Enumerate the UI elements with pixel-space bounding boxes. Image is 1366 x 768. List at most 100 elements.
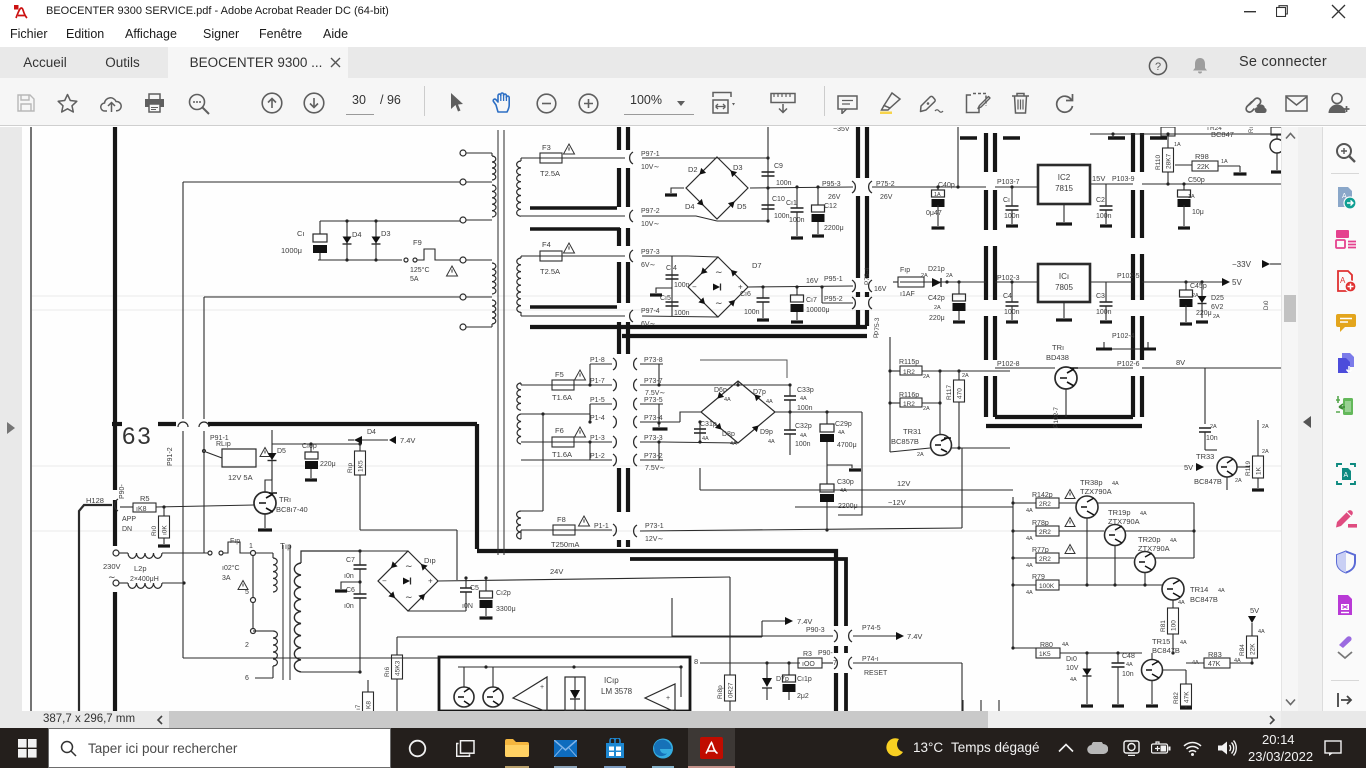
- svg-text:Cı1: Cı1: [786, 200, 797, 207]
- svg-text:P91-2: P91-2: [167, 447, 174, 466]
- svg-text:1A: 1A: [1188, 194, 1195, 200]
- svg-text:C42p: C42p: [928, 295, 945, 302]
- svg-text:ICı: ICı: [1059, 272, 1069, 281]
- svg-text:−33V: −33V: [1232, 260, 1252, 269]
- svg-text:7.4V: 7.4V: [797, 617, 812, 626]
- svg-text:R142p: R142p: [1032, 492, 1053, 499]
- svg-text:P73-5: P73-5: [644, 397, 663, 404]
- svg-text:24V: 24V: [550, 567, 563, 576]
- svg-text:6V∼: 6V∼: [641, 321, 656, 328]
- svg-text:C7: C7: [346, 557, 355, 564]
- svg-text:APP: APP: [122, 516, 136, 523]
- svg-text:F3: F3: [542, 143, 551, 152]
- svg-text:BC847B: BC847B: [1152, 646, 1180, 655]
- svg-text:7.5V∼: 7.5V∼: [645, 390, 665, 397]
- svg-text:4A: 4A: [1062, 642, 1069, 648]
- svg-text:RESET: RESET: [864, 670, 888, 677]
- svg-text:Cı: Cı: [297, 229, 305, 238]
- svg-text:1A: 1A: [1221, 159, 1228, 165]
- svg-text:P95-1: P95-1: [824, 276, 843, 283]
- svg-text:ICıp: ICıp: [604, 676, 619, 685]
- svg-text:4A: 4A: [1180, 640, 1187, 646]
- svg-text:6V∼: 6V∼: [641, 262, 656, 269]
- svg-text:ı0K: ı0K: [162, 525, 169, 535]
- svg-text:4A: 4A: [1258, 629, 1265, 635]
- svg-text:R115p: R115p: [899, 359, 919, 366]
- svg-text:5A: 5A: [410, 276, 419, 283]
- svg-text:1K: 1K: [1256, 466, 1263, 475]
- svg-text:ıK8: ıK8: [136, 506, 147, 513]
- svg-text:P73-7: P73-7: [644, 378, 663, 385]
- svg-text:TR24: TR24: [1206, 127, 1222, 132]
- svg-text:D7p: D7p: [753, 389, 766, 396]
- svg-text:P97-2: P97-2: [641, 208, 660, 215]
- svg-text:D3: D3: [733, 163, 743, 172]
- svg-text:TR15: TR15: [1152, 637, 1170, 646]
- svg-text:2A: 2A: [921, 273, 928, 279]
- svg-text:4A: 4A: [702, 436, 709, 442]
- svg-text:C31p: C31p: [700, 421, 717, 428]
- svg-text:P102-4: P102-4: [1112, 333, 1135, 340]
- svg-text:K8: K8: [366, 701, 373, 709]
- svg-text:2200μ: 2200μ: [824, 225, 844, 232]
- svg-text:0μ47: 0μ47: [926, 210, 942, 217]
- svg-text:1K5: 1K5: [1039, 651, 1051, 658]
- svg-text:7815: 7815: [1055, 184, 1073, 193]
- svg-text:100: 100: [1171, 620, 1178, 631]
- svg-text:+: +: [428, 577, 433, 586]
- svg-text:C10: C10: [772, 196, 785, 203]
- svg-text:R80: R80: [1040, 642, 1053, 649]
- svg-text:2A: 2A: [923, 406, 930, 412]
- svg-text:8: 8: [694, 657, 698, 666]
- svg-text:D3: D3: [381, 229, 391, 238]
- svg-text:1A: 1A: [934, 192, 941, 198]
- svg-text:P73-4: P73-4: [644, 415, 663, 422]
- svg-text:P1-7: P1-7: [590, 378, 605, 385]
- svg-text:TR14: TR14: [1190, 585, 1208, 594]
- svg-text:−: −: [382, 577, 387, 586]
- svg-text:ZTX790A: ZTX790A: [1108, 517, 1140, 526]
- svg-text:ıOO: ıOO: [802, 661, 815, 668]
- svg-text:+: +: [666, 695, 670, 702]
- svg-text:IC2: IC2: [1058, 173, 1071, 182]
- svg-text:C33p: C33p: [797, 387, 814, 394]
- svg-text:Cı7: Cı7: [806, 297, 817, 304]
- svg-text:BC8ı7-40: BC8ı7-40: [276, 505, 308, 514]
- svg-text:P97-1: P97-1: [641, 151, 660, 158]
- svg-text:7.4V: 7.4V: [400, 436, 415, 445]
- svg-text:28K7: 28K7: [1166, 153, 1173, 169]
- svg-text:RLıp: RLıp: [216, 441, 231, 448]
- svg-text:12V 5A: 12V 5A: [228, 473, 253, 482]
- svg-text:D7: D7: [752, 261, 762, 270]
- svg-text:22K: 22K: [1197, 164, 1210, 171]
- svg-text:Dı0: Dı0: [1264, 300, 1270, 310]
- svg-text:6V2: 6V2: [1211, 304, 1224, 311]
- svg-text:15V: 15V: [1092, 174, 1105, 183]
- svg-text:R82: R82: [1173, 692, 1180, 704]
- svg-text:C45p: C45p: [1190, 283, 1207, 290]
- svg-text:P74-5: P74-5: [862, 625, 881, 632]
- svg-text:4A: 4A: [1026, 508, 1033, 514]
- svg-text:63: 63: [122, 423, 153, 450]
- svg-text:P73-2: P73-2: [644, 453, 663, 460]
- svg-text:R84: R84: [1239, 644, 1246, 656]
- svg-text:7.4V: 7.4V: [907, 632, 922, 641]
- svg-text:1R2: 1R2: [903, 369, 915, 376]
- svg-text:F8: F8: [557, 515, 566, 524]
- svg-text:4A: 4A: [768, 439, 775, 445]
- svg-text:R119: R119: [1245, 461, 1252, 476]
- svg-text:D9p: D9p: [760, 429, 773, 436]
- svg-text:45K3: 45K3: [395, 660, 402, 676]
- svg-text:P95-2: P95-2: [824, 296, 843, 303]
- svg-text:T1.6A: T1.6A: [552, 450, 572, 459]
- svg-text:P: P: [873, 334, 880, 338]
- svg-text:100n: 100n: [674, 282, 690, 289]
- svg-text:220μ: 220μ: [929, 315, 945, 322]
- svg-text:ı0n: ı0n: [344, 603, 354, 610]
- svg-text:P1-4: P1-4: [590, 415, 605, 422]
- svg-text:−: −: [692, 283, 697, 292]
- svg-text:1A: 1A: [1174, 142, 1181, 148]
- svg-text:F9: F9: [413, 238, 422, 247]
- svg-text:C40p: C40p: [938, 182, 955, 189]
- svg-text:A: A: [1340, 276, 1346, 285]
